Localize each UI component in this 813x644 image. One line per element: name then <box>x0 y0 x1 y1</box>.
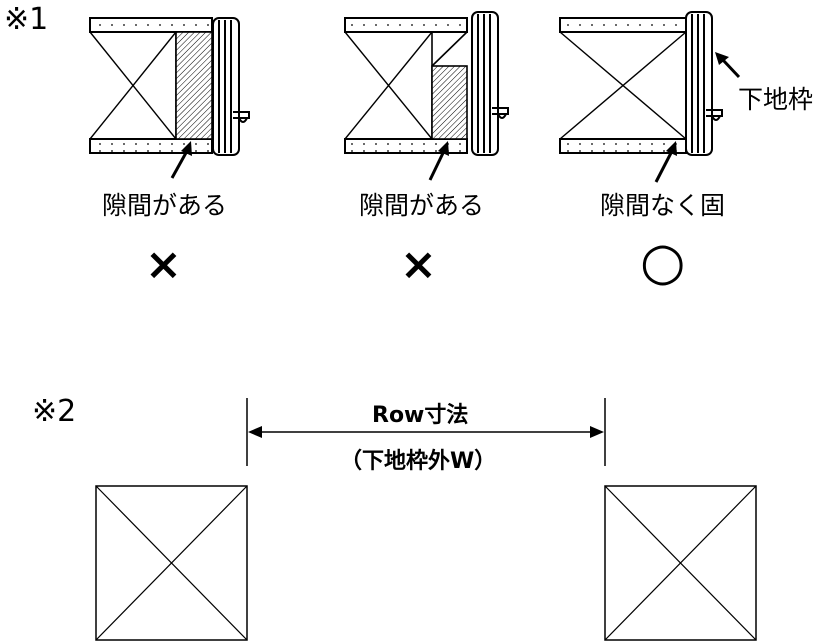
panel-2-base-frame <box>471 11 509 156</box>
panel-1-caption: 隙間がある <box>102 191 228 220</box>
panel-1-drawing <box>89 17 250 179</box>
callout-arrow <box>715 52 741 79</box>
base-frame-callout-label: 下地枠 <box>738 85 813 114</box>
panel-2-gap <box>431 65 468 140</box>
panel-3-caption: 隙間なく固 <box>600 191 726 220</box>
note-1-label: ※1 <box>4 2 49 37</box>
panel-1-top-frame <box>89 17 213 33</box>
panel-1-verdict: × <box>145 239 182 290</box>
dimension-arrow <box>248 426 604 438</box>
panel-1-bottom-frame <box>89 138 213 154</box>
panel-1-gap <box>175 31 213 140</box>
note-2-label: ※2 <box>32 394 77 429</box>
panel-2-top-frame <box>344 17 468 33</box>
left-box <box>95 485 248 641</box>
panel-1-base-frame <box>212 17 250 156</box>
dimension-sublabel: （下地枠外W） <box>340 449 497 474</box>
panel-2-caption: 隙間がある <box>359 191 485 220</box>
right-box <box>604 485 757 641</box>
dimension-label: Row寸法 <box>372 403 469 428</box>
panel-2-bottom-frame <box>344 138 468 154</box>
panel-2-arrow <box>428 141 449 181</box>
panel-2-drawing <box>344 11 509 181</box>
panel-2-verdict: × <box>400 239 437 290</box>
dimension-diagram <box>95 398 757 641</box>
panel-3-arrow <box>654 141 677 183</box>
panel-3-drawing <box>559 11 741 183</box>
panel-3-verdict: ○ <box>640 232 686 292</box>
panel-1-arrow <box>170 141 192 179</box>
panel-3-top-frame <box>559 17 687 33</box>
panel-3-base-frame <box>685 11 723 156</box>
